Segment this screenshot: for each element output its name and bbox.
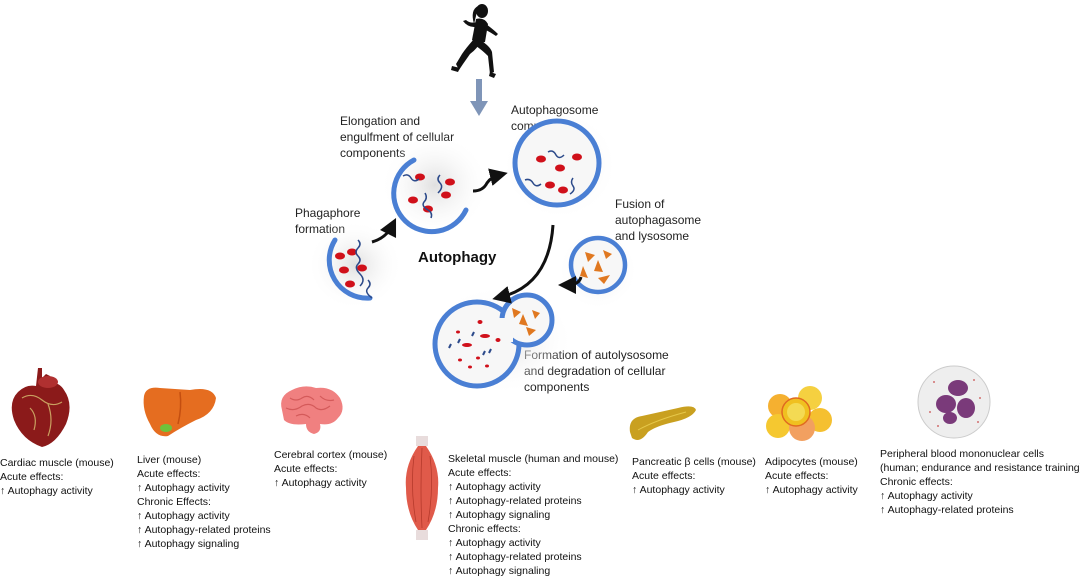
tissue-panel-adipocytes: Adipocytes (mouse) Acute effects: ↑ Auto… <box>765 456 858 496</box>
stimulus-arrow <box>470 79 488 116</box>
autophagosome <box>512 118 602 208</box>
running-person-icon <box>451 4 498 78</box>
heart-icon <box>11 368 70 447</box>
pathway-arrows <box>371 168 583 304</box>
skeletal-muscle-icon <box>405 436 439 540</box>
adipocytes-icon <box>766 386 832 441</box>
autolysosome <box>432 292 555 389</box>
diagram-title: Autophagy <box>418 249 497 266</box>
elongation-membrane <box>391 157 469 235</box>
tissue-panel-cerebral-cortex: Cerebral cortex (mouse) Acute effects: ↑… <box>274 449 388 489</box>
tissue-panel-pbmc: Peripheral blood mononuclear cells (huma… <box>880 448 1080 516</box>
liver-icon <box>143 387 216 437</box>
tissue-panel-skeletal-muscle: Skeletal muscle (human and mouse) Acute … <box>448 453 619 577</box>
brain-icon <box>281 386 343 434</box>
tissue-panel-cardiac: Cardiac muscle (mouse) Acute effects: ↑ … <box>0 457 114 497</box>
autophagy-pathway <box>307 110 638 395</box>
tissue-panel-liver: Liver (mouse) Acute effects: ↑ Autophagy… <box>137 454 271 550</box>
pbmc-cell-icon <box>917 365 991 439</box>
pancreas-icon <box>629 406 696 440</box>
tissue-panel-pancreatic-beta-cells: Pancreatic β cells (mouse) Acute effects… <box>632 456 756 496</box>
stage-label-fusion: Fusion of autophagasome and lysosome <box>615 197 702 243</box>
phagophore-membrane <box>326 237 373 301</box>
